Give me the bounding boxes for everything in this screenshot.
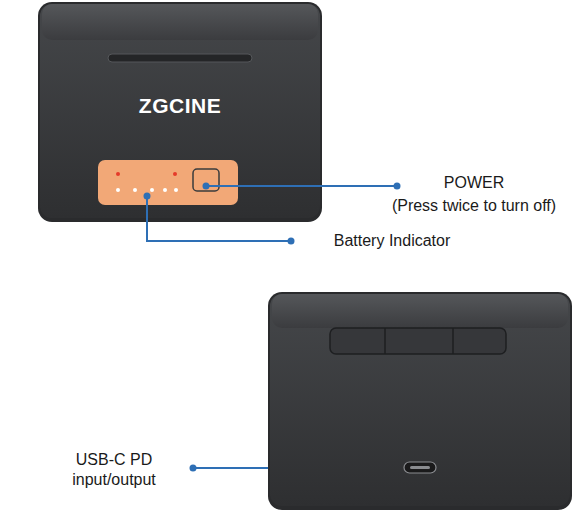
callout-label: (Press twice to turn off) xyxy=(372,196,576,216)
brand-logo: ZGCINE xyxy=(100,96,260,116)
callout-label: POWER xyxy=(374,173,574,193)
power-button xyxy=(193,169,219,191)
hinge xyxy=(330,328,506,354)
indicator-panel xyxy=(98,160,238,205)
callout-label: Battery Indicator xyxy=(312,231,472,251)
case-back-view xyxy=(268,292,572,510)
callout-label: USB-C PD input/output xyxy=(62,450,166,490)
case-front-view xyxy=(38,2,322,222)
usb-c-port xyxy=(404,462,436,473)
